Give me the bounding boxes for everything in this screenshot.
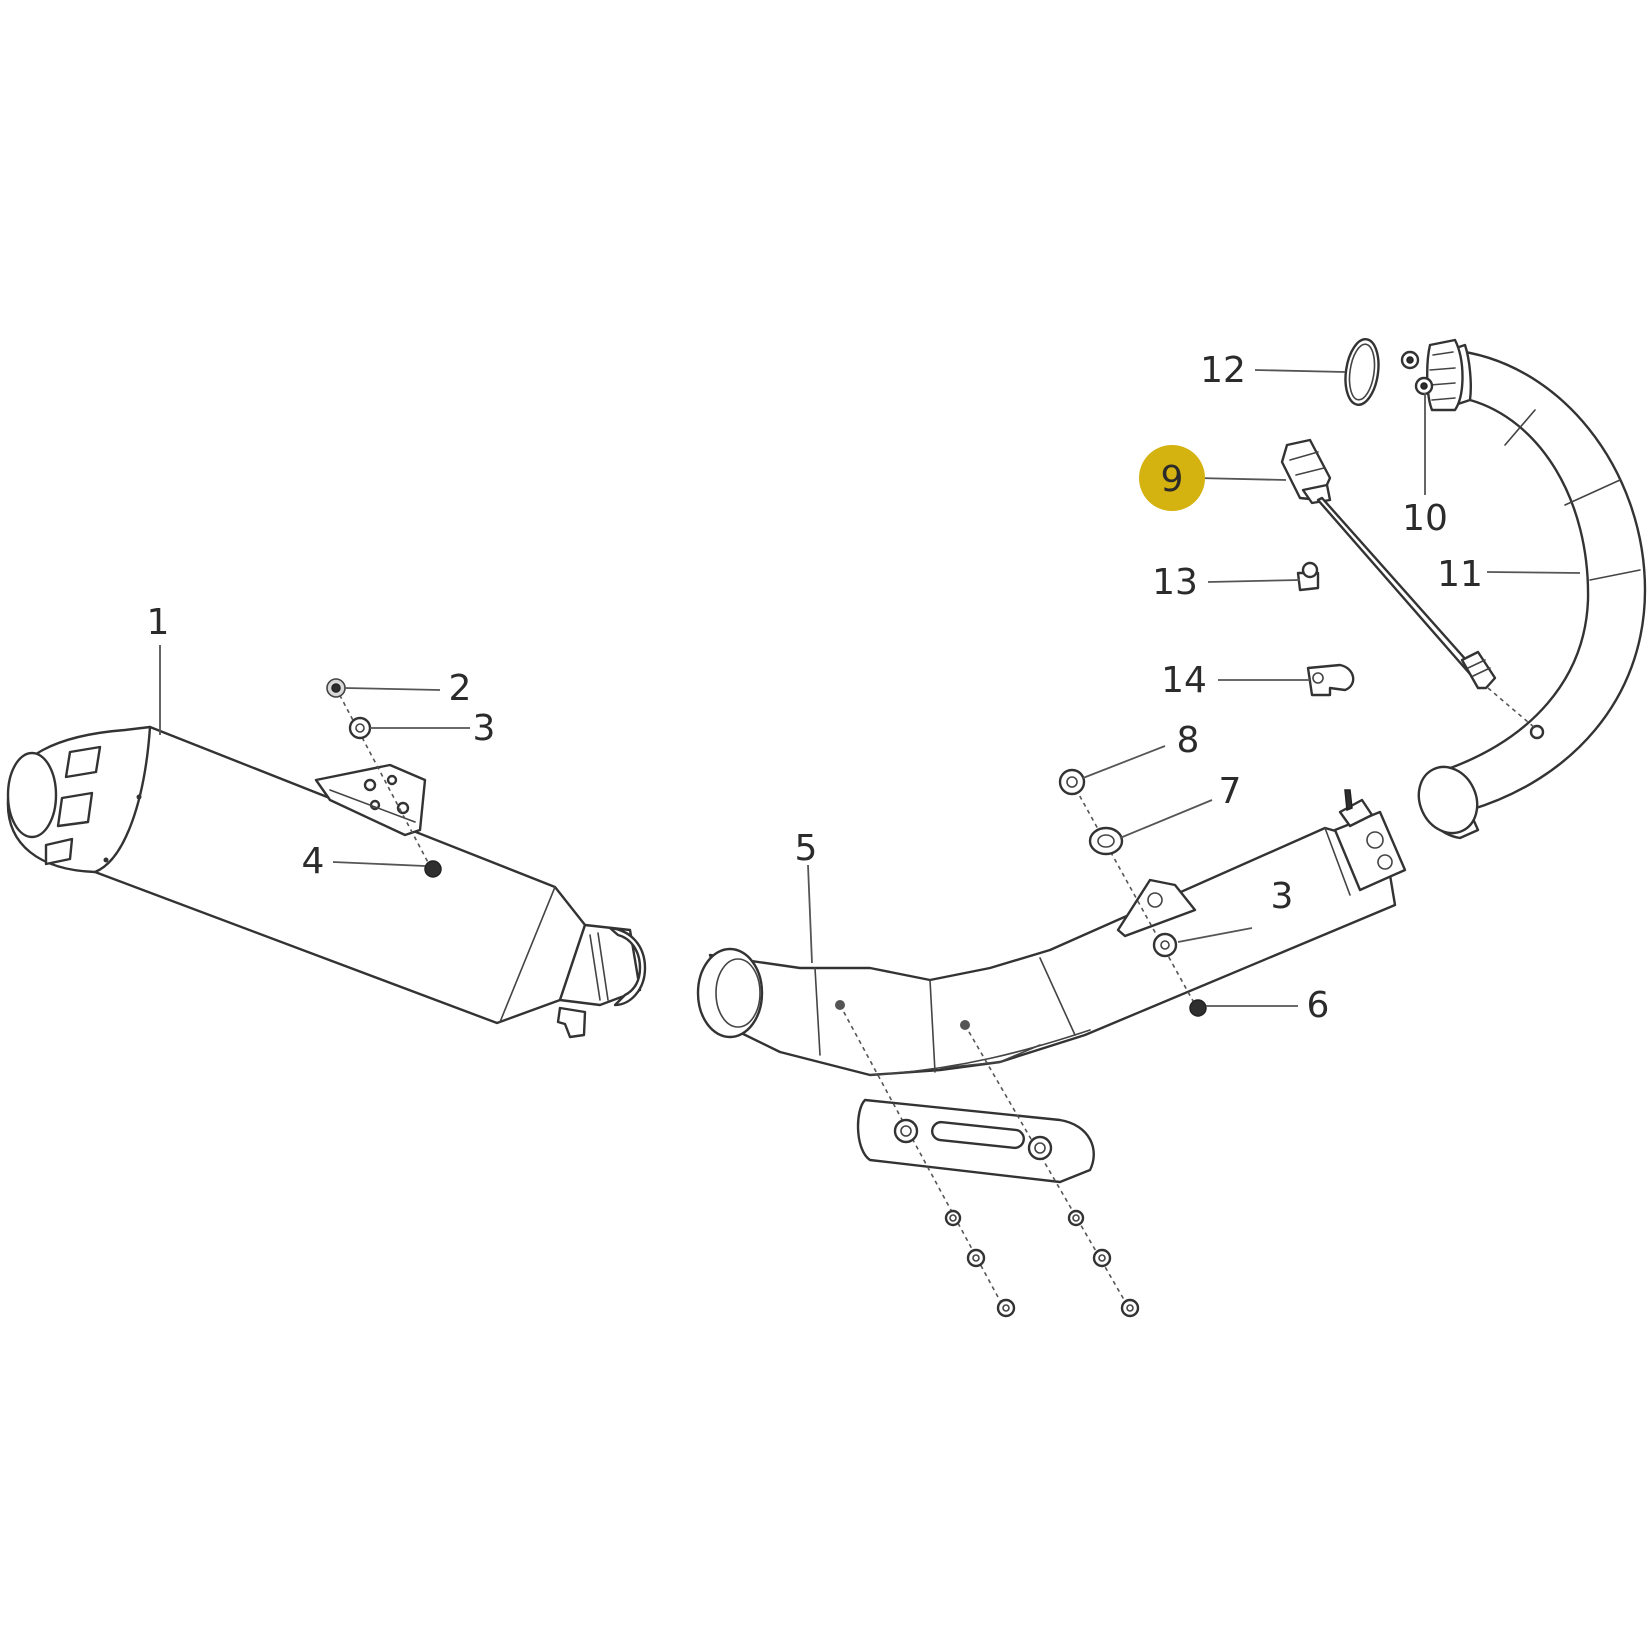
- callout-9: 9: [1161, 459, 1184, 500]
- callout-labels: 1 2 3 4 5 6 7 8 9 10 11 12 13 14 3: [147, 350, 1483, 1026]
- fasteners-part-3-6-7-8: [1058, 768, 1207, 1017]
- o2-sensor-part-9: [1280, 438, 1536, 729]
- callout-10: 10: [1402, 498, 1448, 539]
- clamp-part-14: [1306, 663, 1355, 697]
- leader-lines: [159, 369, 1581, 1007]
- clip-part-13: [1296, 561, 1320, 592]
- header-pipe-part-11: [1400, 338, 1647, 840]
- callout-2: 2: [449, 668, 472, 709]
- callout-11: 11: [1437, 554, 1483, 595]
- callout-13: 13: [1152, 562, 1198, 603]
- callout-5: 5: [795, 828, 818, 869]
- highlight-badge: [1139, 445, 1205, 511]
- callout-8: 8: [1177, 720, 1200, 761]
- callout-7: 7: [1219, 771, 1242, 812]
- callout-12: 12: [1200, 350, 1246, 391]
- callout-3-second: 3: [1271, 876, 1294, 917]
- callout-3: 3: [473, 708, 496, 749]
- gasket-part-12: [1344, 338, 1380, 406]
- fasteners-part-2-3-4: [326, 678, 442, 878]
- callout-14: 14: [1161, 660, 1207, 701]
- muffler-part-1: [6, 725, 647, 1039]
- mid-pipe-part-5: [696, 789, 1407, 1077]
- callout-4: 4: [302, 841, 325, 882]
- callout-6: 6: [1307, 985, 1330, 1026]
- heat-shield-and-fasteners: [839, 1004, 1140, 1318]
- callout-1: 1: [147, 602, 170, 643]
